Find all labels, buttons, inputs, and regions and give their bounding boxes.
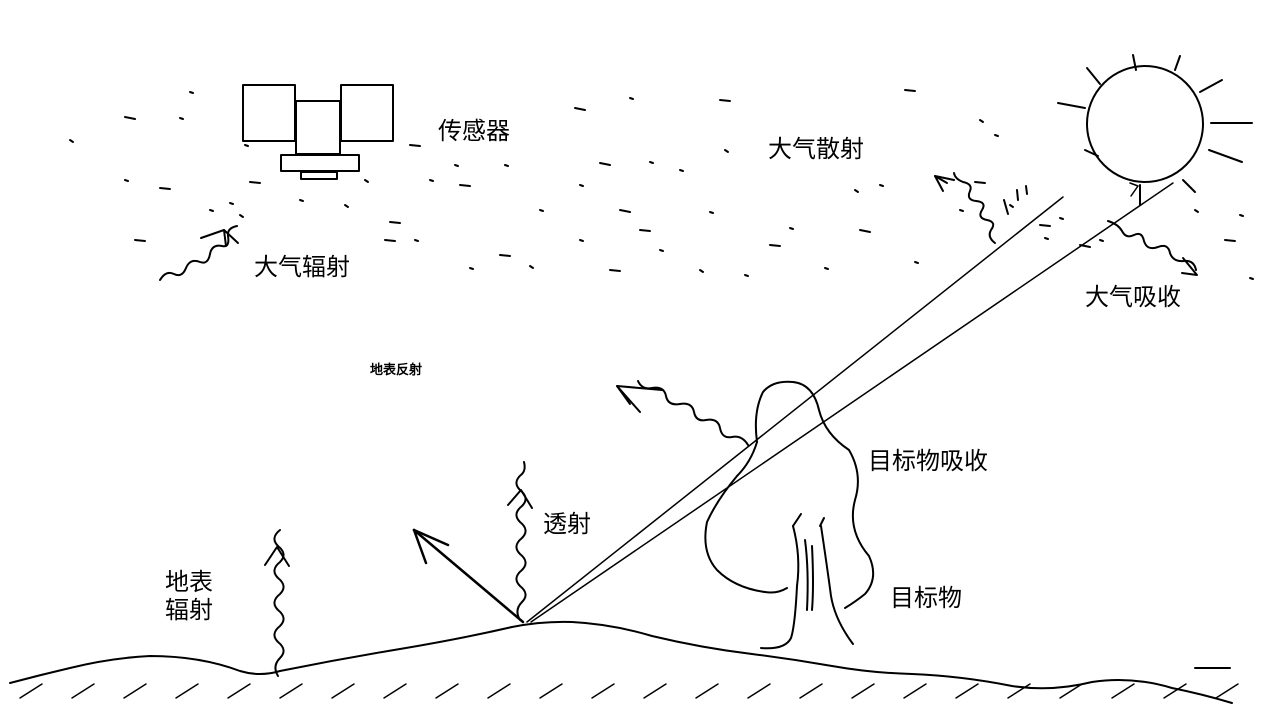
label-surface-radiation-line2: 辐射: [165, 596, 213, 624]
label-surface-reflection: 地表反射: [370, 363, 423, 378]
label-sensor: 传感器: [438, 117, 510, 145]
sun-icon: [1057, 54, 1253, 193]
scattering-arrow-icon: [934, 172, 1028, 244]
surface-radiation-arrow-icon: [264, 529, 290, 677]
atmospheric-radiation-arrow-icon: [159, 225, 239, 281]
absorption-arrow-icon: [1107, 184, 1198, 276]
atmosphere-dots: [69, 89, 1254, 280]
ground-surface: [9, 620, 1239, 704]
specular-reflection-arrow-icon: [412, 528, 525, 624]
label-surface-radiation-line1: 地表: [165, 568, 213, 596]
label-transmission: 透射: [543, 510, 591, 538]
incident-solar-rays: [526, 182, 1174, 623]
surface-reflection-arrow-icon: [616, 380, 749, 446]
label-atmospheric-radiation: 大气辐射: [254, 253, 350, 281]
label-atmospheric-absorption: 大气吸收: [1085, 283, 1181, 311]
label-target: 目标物: [890, 584, 962, 612]
target-tree-icon: [704, 380, 875, 650]
label-target-absorption: 目标物吸收: [868, 447, 988, 475]
satellite-icon: [242, 84, 394, 180]
label-atmospheric-scattering: 大气散射: [768, 135, 864, 163]
transmission-arrow-icon: [507, 461, 533, 621]
